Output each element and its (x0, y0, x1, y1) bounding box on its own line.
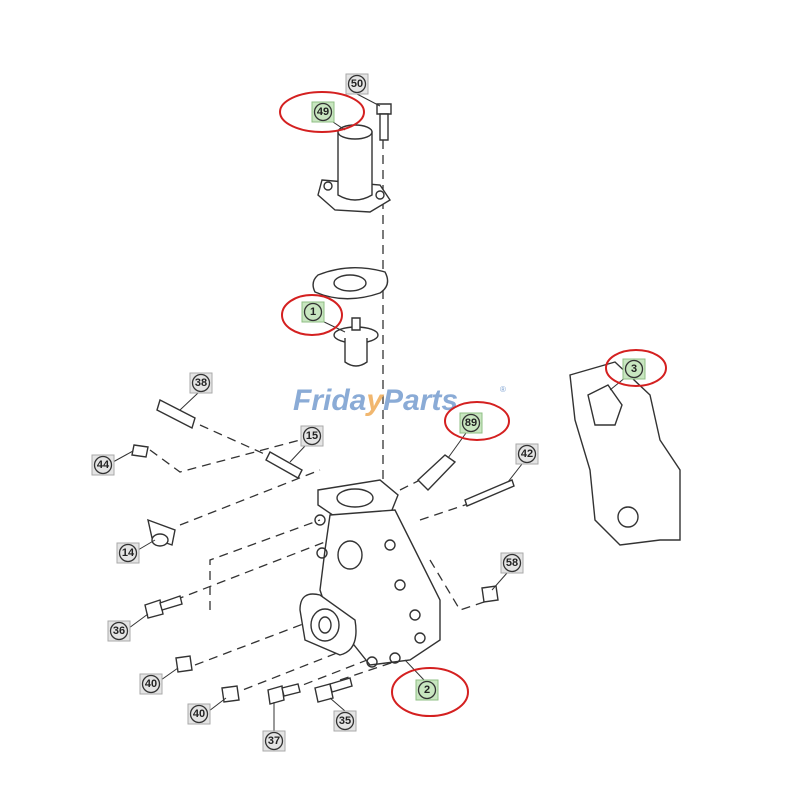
thermostat-housing (317, 124, 391, 213)
bolt-36 (144, 595, 183, 619)
callout-number: 40 (193, 708, 205, 720)
callout-35: 35 (333, 710, 357, 732)
callout-box (622, 358, 646, 380)
stud-42 (464, 479, 515, 507)
callout-box (300, 425, 324, 447)
sensor-15 (265, 451, 303, 479)
sensor-89 (416, 454, 457, 491)
callout-box (262, 730, 286, 752)
callout-42: 42 (515, 443, 539, 465)
callout-box (415, 679, 439, 701)
callout-box (189, 372, 213, 394)
callout-number: 2 (424, 684, 430, 696)
callout-number: 40 (145, 678, 157, 690)
callout-circle (302, 426, 322, 446)
callout-number: 37 (268, 735, 280, 747)
svg-text:®: ® (500, 385, 506, 394)
callout-37: 37 (262, 730, 286, 752)
callout-number: 58 (506, 557, 518, 569)
callout-number: 50 (351, 78, 363, 90)
bolt-50 (376, 103, 392, 141)
nut-40a (175, 655, 193, 673)
callout-circle (624, 359, 644, 379)
plug-44 (131, 444, 149, 458)
callout-box (187, 703, 211, 725)
callout-number: 38 (195, 377, 207, 389)
callout-circle (347, 74, 367, 94)
callout-box (301, 301, 325, 323)
sensor-38 (156, 398, 196, 430)
callout-2: 2 (391, 667, 469, 717)
callout-circle (313, 102, 333, 122)
callout-circle (189, 704, 209, 724)
water-pump-gasket (569, 361, 681, 546)
callout-circle (264, 731, 284, 751)
callout-number: 89 (465, 417, 477, 429)
bolt-35 (314, 677, 353, 703)
callout-number: 15 (306, 430, 318, 442)
callout-number: 35 (339, 715, 351, 727)
callout-40: 40 (187, 703, 211, 725)
bolt-37 (267, 683, 301, 705)
callout-box (500, 552, 524, 574)
callout-circle (109, 621, 129, 641)
callout-circle (191, 373, 211, 393)
callout-box (459, 412, 483, 434)
callout-box (515, 443, 539, 465)
callout-circle (517, 444, 537, 464)
callout-number: 42 (521, 448, 533, 460)
callout-box (345, 73, 369, 95)
callout-15: 15 (300, 425, 324, 447)
callout-box (139, 673, 163, 695)
highlight-ring (279, 91, 365, 133)
callout-circle (118, 543, 138, 563)
callout-labels: 50 49 1 3 38 15 44 89 42 14 58 36 40 40 37 35 2 (91, 73, 667, 752)
callout-58: 58 (500, 552, 524, 574)
water-pump (299, 479, 441, 668)
callout-circle (502, 553, 522, 573)
callout-3: 3 (605, 349, 667, 387)
highlight-ring (605, 349, 667, 387)
callout-44: 44 (91, 454, 115, 476)
callout-box (91, 454, 115, 476)
svg-text:FridayParts: FridayParts (293, 384, 458, 417)
plug-58 (481, 585, 499, 603)
callout-circle (335, 711, 355, 731)
thermostat (333, 317, 379, 367)
fitting-14 (147, 518, 176, 547)
callout-38: 38 (189, 372, 213, 394)
callout-number: 44 (97, 459, 110, 471)
callout-14: 14 (116, 542, 140, 564)
callout-49: 49 (279, 91, 365, 133)
callout-number: 14 (122, 547, 135, 559)
callout-number: 49 (317, 106, 329, 118)
callout-circle (141, 674, 161, 694)
callout-box (311, 101, 335, 123)
highlight-ring (444, 401, 510, 441)
callout-circle (303, 302, 323, 322)
callout-1: 1 (281, 294, 343, 336)
fridayparts-watermark-logo: FridayParts ® (293, 384, 506, 417)
highlight-ring (281, 294, 343, 336)
callout-40: 40 (139, 673, 163, 695)
callout-number: 36 (113, 625, 125, 637)
callout-circle (417, 680, 437, 700)
callout-number: 3 (631, 363, 637, 375)
callout-circle (93, 455, 113, 475)
callout-36: 36 (107, 620, 131, 642)
callout-number: 1 (310, 306, 316, 318)
callout-box (116, 542, 140, 564)
callout-50: 50 (345, 73, 369, 95)
callout-box (333, 710, 357, 732)
highlight-ring (391, 667, 469, 717)
callout-circle (461, 413, 481, 433)
callout-box (107, 620, 131, 642)
nut-40b (221, 685, 240, 703)
thermostat-gasket (312, 266, 389, 300)
callout-89: 89 (444, 401, 510, 441)
